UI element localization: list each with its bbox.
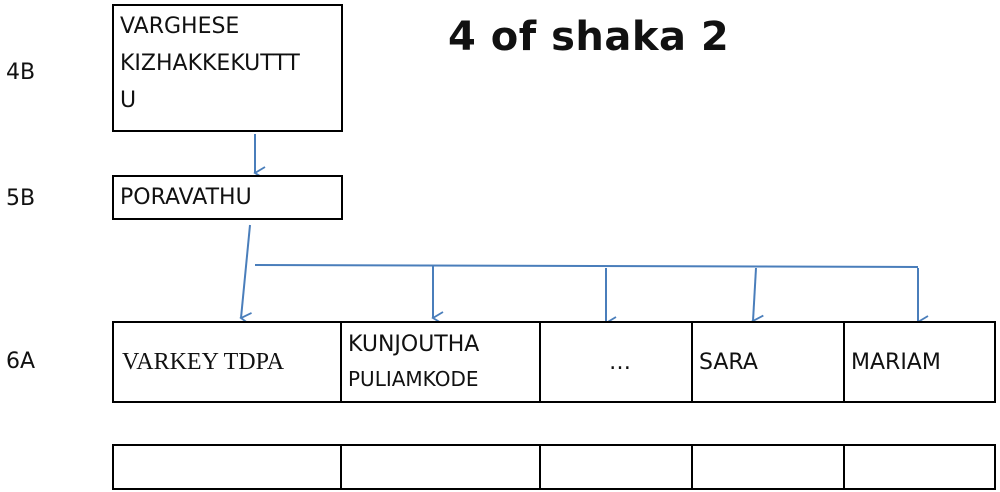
empty-cell-2 [342,446,541,488]
empty-cell-3 [541,446,693,488]
diagram-title: 4 of shaka 2 [448,14,730,60]
varghese-line-2: KIZHAKKEKUTTT [120,51,300,76]
generation-label-4b: 4B [6,60,36,85]
child-cell-mariam: MARIAM [845,323,994,401]
arrow-5b-to-varkey [239,224,252,326]
sibling-bar [254,264,919,268]
child-ellipsis: … [609,349,631,375]
person-box-varghese: VARGHESE KIZHAKKEKUTTT U [112,4,343,132]
generation-label-6a: 6A [6,349,36,374]
child-varkey-name: VARKEY TDPA [122,348,285,375]
child-sara-name: SARA [699,349,758,375]
child-cell-kunjoutha: KUNJOUTHA PULIAMKODE [342,323,541,401]
empty-row [112,444,996,490]
children-row: VARKEY TDPA KUNJOUTHA PULIAMKODE … SARA … [112,321,996,403]
poravathu-label: PORAVATHU [120,185,252,210]
child-mariam-name: MARIAM [851,349,941,375]
person-box-poravathu: PORAVATHU [112,175,343,220]
varghese-line-3: U [120,88,137,113]
child-cell-ellipsis: … [541,323,693,401]
empty-cell-1 [114,446,342,488]
empty-cell-4 [693,446,845,488]
generation-label-5b: 5B [6,186,36,211]
child-kunjoutha-name: KUNJOUTHA [348,332,480,357]
child-kunjoutha-house: PULIAMKODE [348,367,479,391]
child-cell-varkey: VARKEY TDPA [114,323,342,401]
empty-cell-5 [845,446,994,488]
varghese-line-1: VARGHESE [120,14,240,39]
child-cell-sara: SARA [693,323,845,401]
arrow-to-sara [751,267,764,329]
